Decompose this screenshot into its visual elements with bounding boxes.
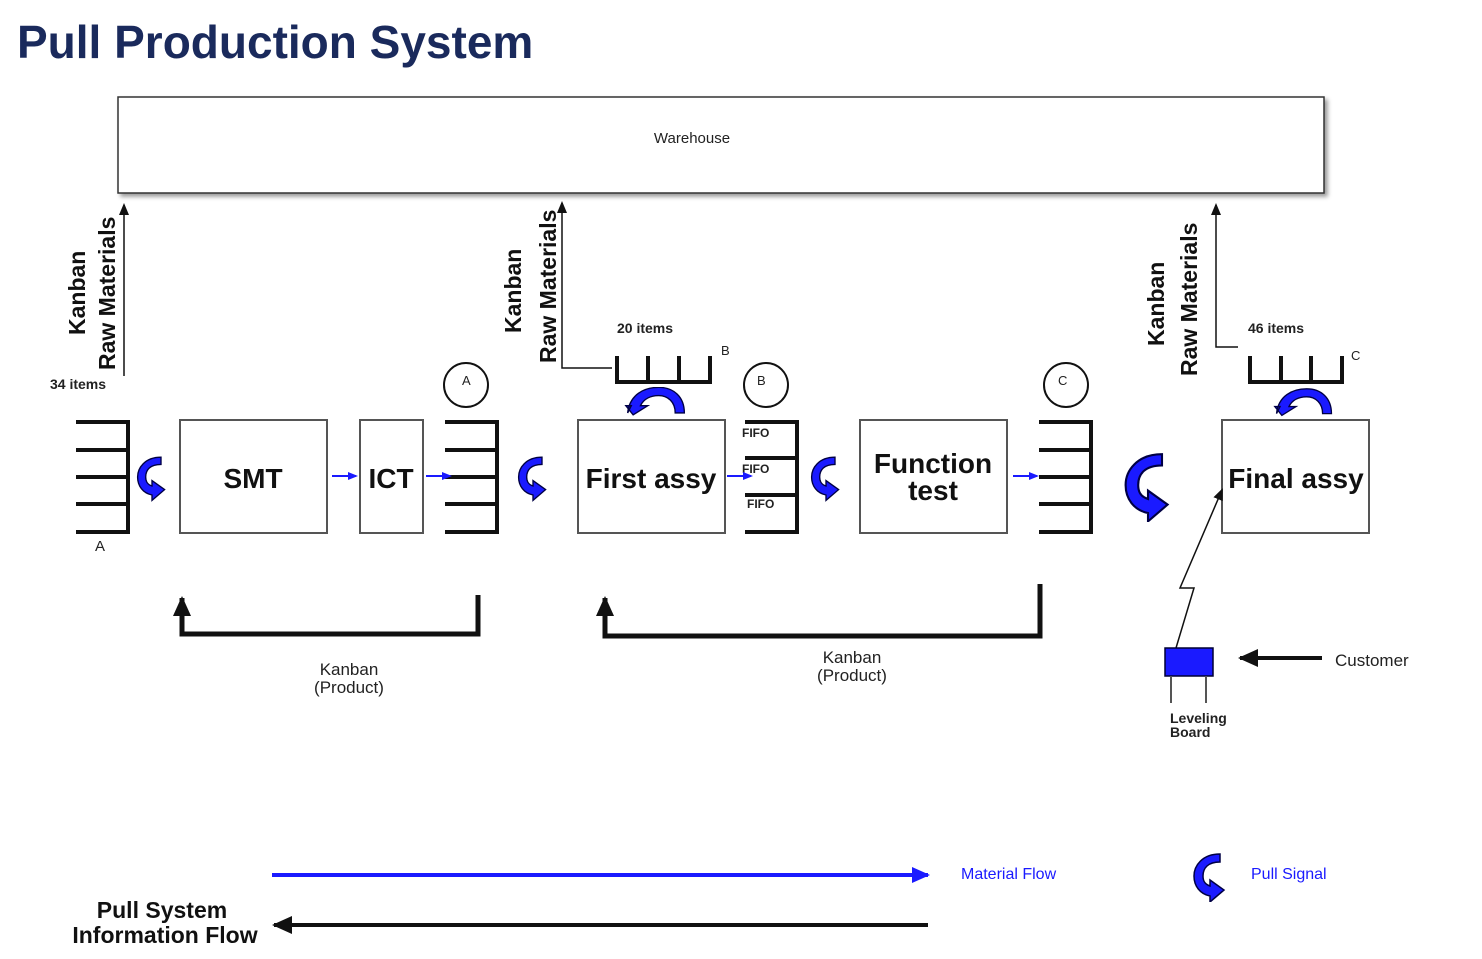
raw-material-label-a-line1: Kanban xyxy=(64,251,90,335)
legend-pull-signal-icon xyxy=(1193,853,1225,902)
leveling-board-label-1: Leveling xyxy=(1170,710,1227,726)
smt-box xyxy=(179,419,328,534)
legend-material-flow-label: Material Flow xyxy=(961,866,1057,883)
warehouse-box xyxy=(117,96,1325,194)
final-assy-box xyxy=(1221,419,1370,534)
pull-signal-icon-final xyxy=(1124,453,1169,522)
first-assy-label: First assy xyxy=(586,463,717,494)
raw-material-label-b-line2: Raw Materials xyxy=(535,210,561,363)
supermarket-rack-function xyxy=(1039,420,1093,534)
raw-material-arrow-c xyxy=(1211,203,1238,348)
ict-box xyxy=(359,419,424,534)
raw-material-label-c-2: Raw Materials xyxy=(1176,223,1202,376)
circle-c: C xyxy=(1043,362,1089,408)
leveling-board-label-2: Board xyxy=(1170,724,1210,740)
ict-label: ICT xyxy=(368,463,413,494)
circle-b: B xyxy=(743,362,789,408)
function-test-label-2: test xyxy=(908,475,958,506)
circle-a: A xyxy=(443,362,489,408)
items-count-b: 20 items xyxy=(617,320,673,336)
raw-material-label-a-line2: Raw Materials xyxy=(94,217,120,370)
raw-material-label-b-2: Raw Materials xyxy=(535,210,561,363)
kanban-loop-1 xyxy=(173,595,481,637)
raw-rack-b xyxy=(615,356,712,384)
circle-c-label: C xyxy=(1058,373,1067,388)
raw-material-label-c: Kanban xyxy=(1143,262,1169,346)
raw-material-label-c-line2: Raw Materials xyxy=(1176,223,1202,376)
pull-signal-icon-first xyxy=(517,456,547,502)
page-title: Pull Production System xyxy=(17,16,533,68)
raw-material-arrow-b xyxy=(557,201,612,369)
fifo-label-1: FIFO xyxy=(742,426,769,440)
circle-b-label: B xyxy=(757,373,766,388)
raw-material-label-b: Kanban xyxy=(500,249,526,333)
raw-material-label-b-line1: Kanban xyxy=(500,249,526,333)
rack-a-label: A xyxy=(95,538,105,555)
items-count-a: 34 items xyxy=(50,376,106,392)
raw-material-label-a-2: Raw Materials xyxy=(94,217,120,370)
function-test-label-1: Function xyxy=(874,448,992,479)
fifo-label-2: FIFO xyxy=(742,462,769,476)
kanban-loop-1-line2: (Product) xyxy=(314,678,384,697)
fifo-lane xyxy=(745,420,799,534)
leveling-board-box xyxy=(1164,647,1214,677)
kanban-loop-1-line1: Kanban xyxy=(320,660,379,679)
pull-signal-icon-raw-b xyxy=(625,387,686,416)
rack-b-label: B xyxy=(721,343,730,358)
signal-line-to-final xyxy=(1175,488,1223,649)
kanban-loop-2-line1: Kanban xyxy=(823,648,882,667)
supermarket-rack-a xyxy=(76,420,130,534)
fifo-label-3: FIFO xyxy=(747,497,774,511)
first-assy-box xyxy=(577,419,726,534)
raw-material-label-a: Kanban xyxy=(64,251,90,335)
pull-signal-icon-function xyxy=(810,456,840,502)
legend-pull-signal-label: Pull Signal xyxy=(1251,866,1327,883)
warehouse-label: Warehouse xyxy=(654,130,730,147)
kanban-loop-2-line2: (Product) xyxy=(817,666,887,685)
legend-info-flow-label-1: Pull System xyxy=(97,897,227,923)
legend-info-flow-label-2: Information Flow xyxy=(72,922,257,948)
supermarket-rack-ict xyxy=(445,420,499,534)
circle-a-label: A xyxy=(462,373,471,388)
pull-signal-icon-smt xyxy=(136,456,166,502)
smt-label: SMT xyxy=(223,463,282,494)
rack-c-label: C xyxy=(1351,348,1360,363)
raw-rack-c xyxy=(1248,356,1344,384)
raw-material-label-c-line1: Kanban xyxy=(1143,262,1169,346)
items-count-c: 46 items xyxy=(1248,320,1304,336)
function-test-box xyxy=(859,419,1008,534)
pull-signal-icon-raw-c xyxy=(1274,388,1333,417)
kanban-loop-2 xyxy=(596,584,1043,639)
final-assy-label: Final assy xyxy=(1228,463,1364,494)
customer-label: Customer xyxy=(1335,651,1409,670)
